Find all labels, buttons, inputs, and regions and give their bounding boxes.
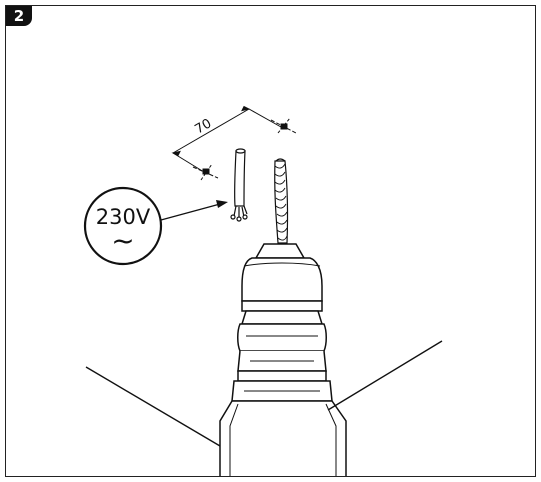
cable-icon [230, 148, 248, 222]
guide-lines [85, 340, 443, 447]
alternating-current-symbol: ~ [111, 224, 134, 257]
instruction-panel: 2 70 230V ~ [5, 5, 536, 477]
voltage-label: 230V [96, 205, 151, 229]
step-number-badge: 2 [6, 6, 32, 26]
crosshair-icon [192, 163, 219, 181]
voltage-warning: 230V ~ [83, 186, 163, 266]
drilling-illustration: 70 230V ~ [83, 105, 443, 476]
dimension-label: 70 [193, 116, 215, 137]
drill-bit-icon [274, 158, 289, 244]
drill-icon [219, 243, 347, 476]
pointer-arrow [160, 200, 228, 221]
crosshair-icon [270, 117, 297, 134]
dimension-indicator [171, 105, 282, 173]
